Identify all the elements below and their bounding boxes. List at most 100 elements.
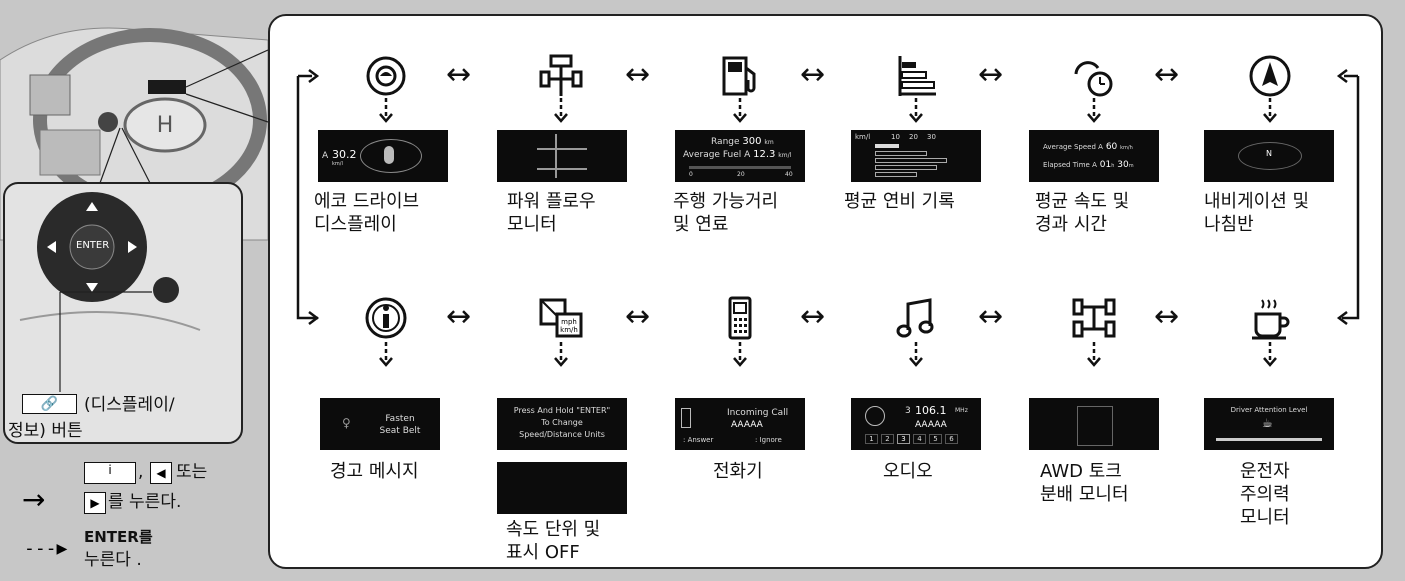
fuel-tick-0: 0 xyxy=(689,171,693,178)
arrow-top-2: ↔ xyxy=(625,57,651,92)
power-flow-car xyxy=(555,134,571,178)
arrow-bottom-1: ↔ xyxy=(446,299,472,334)
history-bar-1 xyxy=(875,144,899,148)
label-speed-units: 속도 단위 및 표시 OFF xyxy=(506,519,601,563)
legend-enter-word: ENTER xyxy=(84,528,139,546)
avg-speed-label: Average Speed A xyxy=(1043,143,1103,151)
seatbelt-icon: ♀ xyxy=(342,416,351,430)
svg-text:mph: mph xyxy=(561,318,577,326)
elapsed-hours: 01 xyxy=(1099,160,1112,170)
fuel-unit: km/l xyxy=(778,152,792,159)
arrow-top-3: ↔ xyxy=(800,57,826,92)
elapsed-min: 30 xyxy=(1117,160,1129,170)
power-flow-screen xyxy=(497,130,627,182)
fuel-row: Average Fuel A 12.3 km/l xyxy=(683,149,791,160)
arrow-top-5: ↔ xyxy=(1154,57,1180,92)
phone-icon xyxy=(728,296,752,340)
units-off-screen xyxy=(497,462,627,514)
eco-drive-icon xyxy=(366,56,406,96)
speed-time-icon xyxy=(1074,61,1113,97)
range-fuel-screen: Range 300 km Average Fuel A 12.3 km/l 0 … xyxy=(675,130,805,182)
info-icon xyxy=(365,297,407,339)
elapsed-row: Elapsed Time A 01h 30m xyxy=(1043,160,1134,170)
phone-screen-icon xyxy=(681,408,691,428)
warning-line-2: Seat Belt xyxy=(379,426,421,436)
attention-title: Driver Attention Level xyxy=(1230,406,1308,414)
attention-cup: ☕ xyxy=(1262,416,1273,430)
label-power-flow: 파워 플로우 모니터 xyxy=(507,191,596,235)
svg-text:km/h: km/h xyxy=(560,326,578,334)
label-awd: AWD 토크 분배 모니터 xyxy=(1040,461,1129,505)
audio-dial xyxy=(865,406,885,426)
power-flow-axle-rear xyxy=(537,168,587,170)
fuel-tick-40: 40 xyxy=(785,171,793,178)
legend-solid-arrow: → xyxy=(22,483,46,516)
elapsed-h-unit: h xyxy=(1111,163,1115,169)
fuel-history-screen: km/l 10 20 30 xyxy=(851,130,981,182)
label-fuel-history: 평균 연비 기록 xyxy=(844,191,955,212)
legend-enter-key: ENTER를 xyxy=(84,527,153,547)
label-attention: 운전자 주의력 모니터 xyxy=(1240,461,1290,528)
history-bar-4 xyxy=(875,165,937,170)
eco-ball xyxy=(384,146,394,164)
label-navigation: 내비게이션 및 나침반 xyxy=(1204,191,1310,235)
fuel-label: Average Fuel A xyxy=(683,150,751,160)
awd-icon xyxy=(1072,298,1116,338)
phone-ignore: : Ignore xyxy=(755,436,782,444)
history-bar-3 xyxy=(875,158,947,163)
attention-screen: Driver Attention Level ☕ xyxy=(1204,398,1334,450)
compass-n: N xyxy=(1266,149,1272,158)
preset-2: 2 xyxy=(881,434,894,444)
arrow-bottom-5: ↔ xyxy=(1154,299,1180,334)
units-screen: Press And Hold "ENTER" To Change Speed/D… xyxy=(497,398,627,450)
legend-enter-press: 누른다 . xyxy=(84,550,142,570)
preset-6: 6 xyxy=(945,434,958,444)
bar-history-icon xyxy=(898,56,936,96)
audio-unit: MHz xyxy=(955,407,968,414)
history-tick-20: 20 xyxy=(909,133,918,141)
fuel-pump-icon xyxy=(722,56,756,96)
legend-right-key: ▶ xyxy=(84,492,106,514)
legend-press: 를 누른다. xyxy=(108,492,182,512)
arrow-bottom-2: ↔ xyxy=(625,299,651,334)
display-info-icon: 🔗 xyxy=(40,396,59,412)
eco-a: A xyxy=(322,151,329,161)
history-tick-30: 30 xyxy=(927,133,936,141)
preset-1: 1 xyxy=(865,434,878,444)
arrow-top-4: ↔ xyxy=(978,57,1004,92)
display-button-caption: (디스플레이/ 정보) 버튼 xyxy=(8,395,175,441)
music-note-icon xyxy=(896,298,934,338)
compass-screen: N xyxy=(1204,130,1334,182)
arrow-bottom-3: ↔ xyxy=(800,299,826,334)
enter-label: ENTER xyxy=(76,240,110,251)
history-tick-10: 10 xyxy=(891,133,900,141)
label-phone: 전화기 xyxy=(713,461,763,482)
eco-ring xyxy=(360,139,422,173)
compass-dial xyxy=(1238,142,1302,170)
range-value: 300 xyxy=(742,136,762,147)
eco-unit: km/l xyxy=(332,161,343,167)
range-row: Range 300 km xyxy=(711,136,774,147)
legend-dashed-arrow: ---▶ xyxy=(24,538,68,559)
display-cycle-panel xyxy=(268,14,1383,569)
legend-left-key: ◀ xyxy=(150,462,172,484)
avg-speed-unit: km/h xyxy=(1120,145,1133,151)
display-info-button[interactable]: 🔗 xyxy=(22,394,77,414)
arrow-bottom-4: ↔ xyxy=(978,299,1004,334)
fuel-bar xyxy=(689,166,791,169)
avg-speed-row: Average Speed A 60 km/h xyxy=(1043,142,1133,152)
arrow-top-1: ↔ xyxy=(446,57,472,92)
audio-screen: 3 106.1 MHz AAAAA 1 2 3 4 5 6 xyxy=(851,398,981,450)
legend-comma: , xyxy=(138,462,144,482)
dashboard-illustration: H xyxy=(0,0,268,581)
attention-bars xyxy=(1216,438,1322,441)
legend-display-key: i xyxy=(84,462,136,484)
label-range-fuel: 주행 가능거리 및 연료 xyxy=(673,191,779,235)
phone-title: Incoming Call xyxy=(727,408,789,418)
label-avg-speed: 평균 속도 및 경과 시간 xyxy=(1035,191,1130,235)
awd-screen xyxy=(1029,398,1159,450)
preset-3: 3 xyxy=(897,434,910,444)
history-bar-5 xyxy=(875,172,917,177)
history-unit: km/l xyxy=(855,133,871,141)
